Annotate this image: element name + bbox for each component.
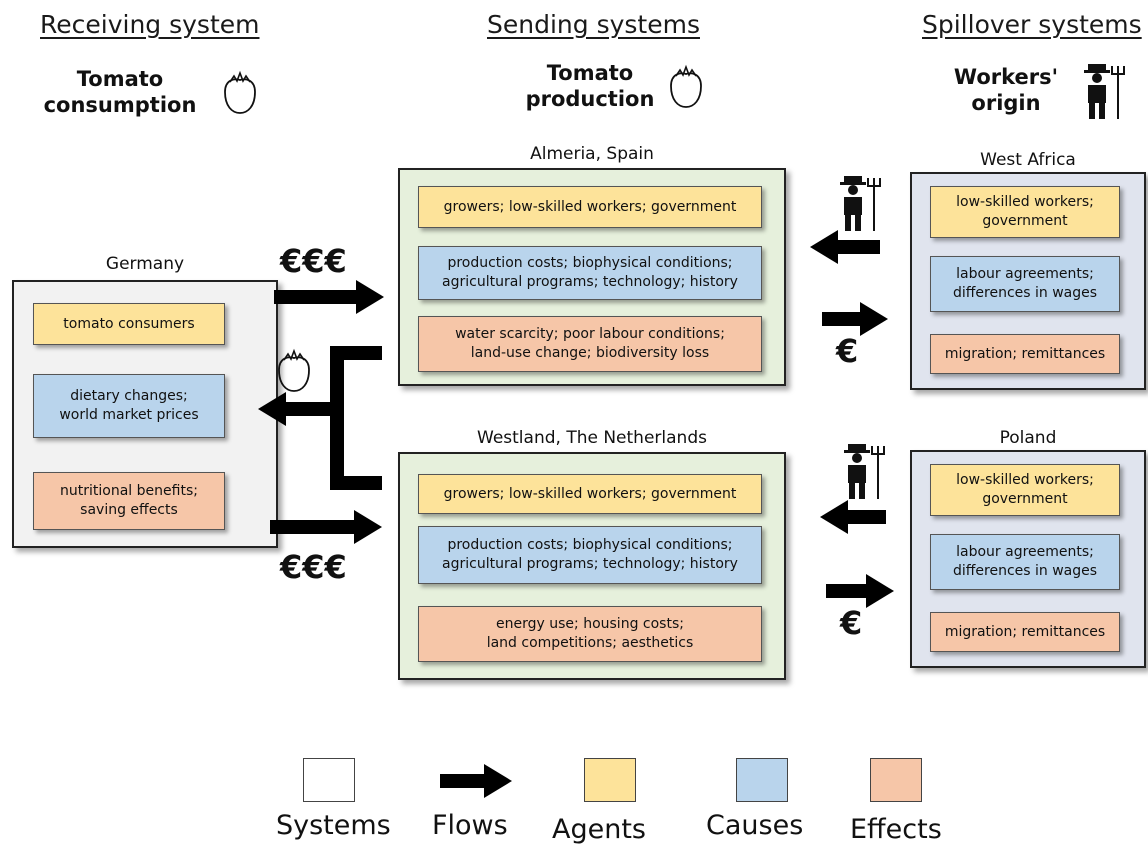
legend-effects-swatch	[870, 758, 922, 802]
farmer-icon	[844, 444, 885, 499]
almeria-effects: water scarcity; poor labour conditions; …	[418, 316, 762, 372]
germany-causes: dietary changes; world market prices	[33, 374, 225, 438]
poland-agents: low-skilled workers; government	[930, 464, 1120, 516]
money-arrow-bottom	[270, 510, 382, 544]
germany-agents: tomato consumers	[33, 303, 225, 345]
almeria-causes: production costs; biophysical conditions…	[418, 246, 762, 300]
legend-flows-label: Flows	[432, 810, 508, 841]
money-label-bottom: €€€	[280, 548, 347, 586]
germany-label: Germany	[105, 254, 185, 274]
legend-systems-swatch	[303, 758, 355, 802]
poland-system: low-skilled workers; government labour a…	[910, 450, 1146, 668]
remit-arrow-top	[822, 302, 888, 336]
tomato-icon	[278, 348, 310, 392]
almeria-system: growers; low-skilled workers; government…	[398, 168, 786, 386]
tomato-icon	[670, 64, 702, 108]
westland-agents: growers; low-skilled workers; government	[418, 474, 762, 514]
legend-agents-swatch	[584, 758, 636, 802]
remit-arrow-bottom	[826, 574, 894, 608]
poland-effects: migration; remittances	[930, 612, 1120, 652]
legend-agents-label: Agents	[552, 814, 646, 845]
west-africa-agents: low-skilled workers; government	[930, 186, 1120, 238]
tomato-flow-arrow	[258, 346, 382, 490]
west-africa-system: low-skilled workers; government labour a…	[910, 172, 1146, 390]
worker-arrow-bottom	[820, 500, 886, 534]
farmer-icon	[1084, 64, 1125, 119]
title-sending: Tomato production	[525, 61, 655, 111]
arrow-icon	[440, 764, 512, 798]
heading-receiving: Receiving system	[40, 10, 260, 39]
germany-effects: nutritional benefits; saving effects	[33, 472, 225, 530]
westland-label: Westland, The Netherlands	[477, 428, 707, 448]
money-arrow-top	[274, 280, 384, 314]
legend-systems-label: Systems	[276, 810, 391, 841]
legend-causes-swatch	[736, 758, 788, 802]
poland-causes: labour agreements; differences in wages	[930, 534, 1120, 590]
west-africa-effects: migration; remittances	[930, 334, 1120, 374]
title-receiving: Tomato consumption	[43, 67, 197, 117]
germany-system: tomato consumers dietary changes; world …	[12, 280, 278, 548]
tomato-icon	[224, 70, 256, 114]
remit-label-bottom: €	[840, 604, 863, 642]
money-label-top: €€€	[280, 242, 347, 280]
legend-causes-label: Causes	[706, 810, 804, 841]
westland-effects: energy use; housing costs; land competit…	[418, 606, 762, 662]
remit-label-top: €	[836, 332, 859, 370]
worker-arrow-top	[810, 230, 880, 264]
almeria-agents: growers; low-skilled workers; government	[418, 186, 762, 228]
west-africa-label: West Africa	[980, 150, 1076, 170]
heading-sending: Sending systems	[487, 10, 700, 39]
west-africa-causes: labour agreements; differences in wages	[930, 256, 1120, 312]
legend-effects-label: Effects	[850, 814, 942, 845]
title-spillover: Workers' origin	[953, 65, 1059, 115]
westland-system: growers; low-skilled workers; government…	[398, 452, 786, 680]
farmer-icon	[840, 176, 881, 231]
heading-spillover: Spillover systems	[922, 10, 1142, 39]
westland-causes: production costs; biophysical conditions…	[418, 526, 762, 584]
almeria-label: Almeria, Spain	[530, 144, 654, 164]
poland-label: Poland	[999, 428, 1057, 448]
